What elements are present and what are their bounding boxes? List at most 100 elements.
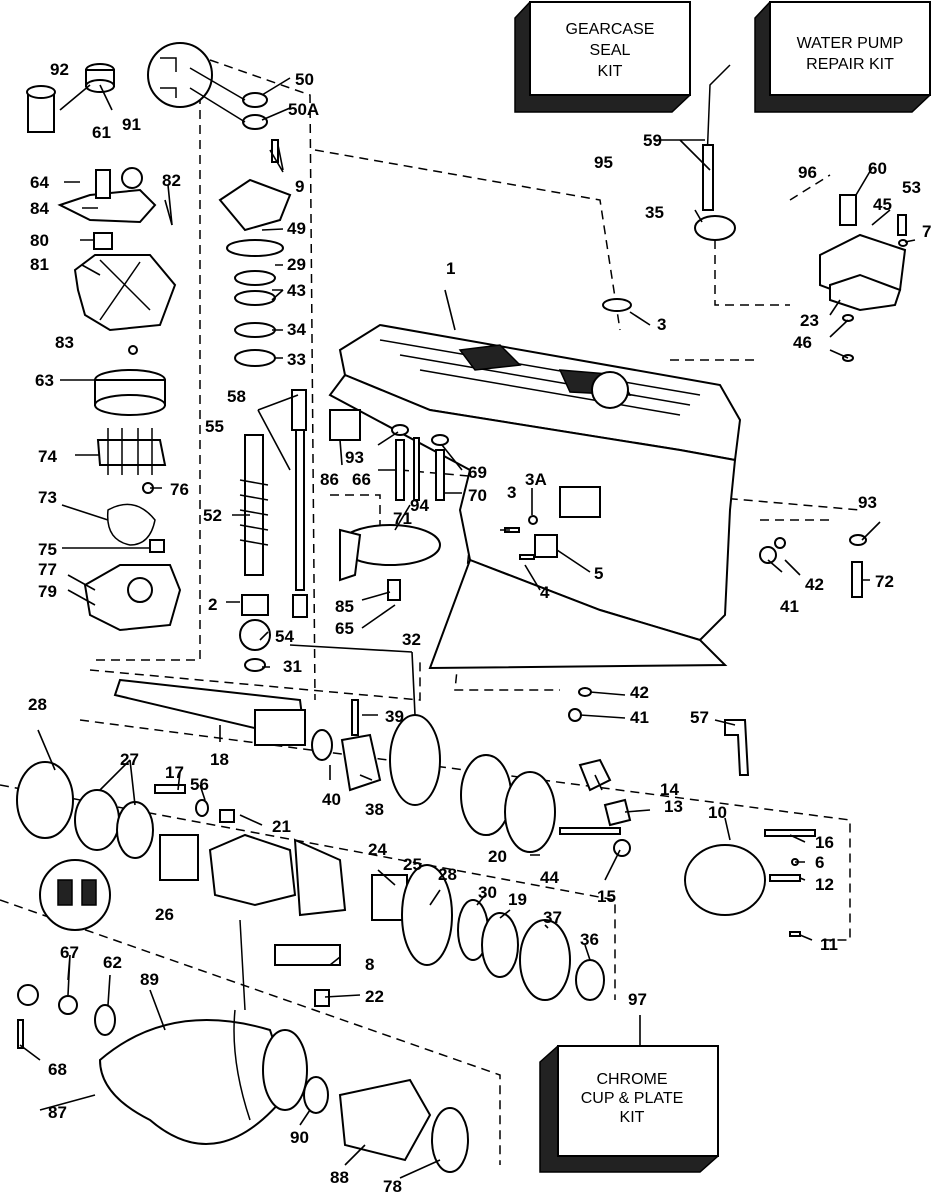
label-73: 73	[38, 488, 57, 507]
label-60: 60	[868, 159, 887, 178]
label-26: 26	[155, 905, 174, 924]
label-27: 27	[120, 750, 139, 769]
label-12: 12	[815, 875, 834, 894]
label-14: 14	[660, 780, 679, 799]
kit-box-chrome: CHROME CUP & PLATE KIT	[539, 1045, 719, 1173]
label-5: 5	[594, 564, 603, 583]
extra-labels: 3 93 42 41 57	[507, 483, 877, 727]
label-50a: 50A	[288, 100, 319, 119]
label-4: 4	[540, 583, 550, 602]
label-42-right: 42	[805, 575, 824, 594]
label-68: 68	[48, 1060, 67, 1079]
propshaft-components	[16, 678, 816, 1007]
label-84: 84	[30, 199, 49, 218]
label-40: 40	[322, 790, 341, 809]
label-17: 17	[165, 763, 184, 782]
label-2: 2	[208, 595, 217, 614]
label-52: 52	[203, 506, 222, 525]
label-88: 88	[330, 1168, 349, 1187]
kit-waterpump-line-2: REPAIR KIT	[806, 56, 894, 73]
label-77: 77	[38, 560, 57, 579]
label-89: 89	[140, 970, 159, 989]
label-71: 71	[393, 509, 412, 528]
label-3a: 3A	[525, 470, 547, 489]
label-92: 92	[50, 60, 69, 79]
label-90: 90	[290, 1128, 309, 1147]
label-49: 49	[287, 219, 306, 238]
label-93-right: 93	[858, 493, 877, 512]
leader-lines	[19, 77, 916, 1179]
label-9: 9	[295, 177, 304, 196]
label-31: 31	[283, 657, 302, 676]
label-1: 1	[446, 259, 455, 278]
label-20: 20	[488, 847, 507, 866]
label-45: 45	[873, 195, 892, 214]
label-64: 64	[30, 173, 49, 192]
label-41-lower: 41	[630, 708, 649, 727]
gearcase-housing	[328, 323, 742, 670]
label-35: 35	[645, 203, 664, 222]
label-46: 46	[793, 333, 812, 352]
kit-gearcase-line-3: KIT	[598, 63, 623, 80]
label-54: 54	[275, 627, 294, 646]
label-62: 62	[103, 953, 122, 972]
label-70: 70	[468, 486, 487, 505]
propeller-components	[17, 919, 469, 1173]
part-labels: 92 91 50 50A 6 1 64 82 84 9 80 49 81 29 4…	[28, 60, 931, 1196]
label-21: 21	[272, 817, 291, 836]
label-66: 66	[352, 470, 371, 489]
kit-chrome-line-1: CHROME	[596, 1071, 667, 1088]
label-16: 16	[815, 833, 834, 852]
label-78: 78	[383, 1177, 402, 1196]
label-44: 44	[540, 868, 559, 887]
label-87: 87	[48, 1103, 67, 1122]
label-79: 79	[38, 582, 57, 601]
kit-gearcase-line-2: SEAL	[590, 42, 631, 59]
label-94: 94	[410, 496, 429, 515]
label-65: 65	[335, 619, 354, 638]
label-28-top: 28	[28, 695, 47, 714]
kit-box-gearcase: GEARCASE SEAL KIT	[514, 1, 691, 113]
label-57: 57	[690, 708, 709, 727]
label-10: 10	[708, 803, 727, 822]
kit-waterpump-line-1: WATER PUMP	[797, 35, 904, 52]
label-76: 76	[170, 480, 189, 499]
label-55: 55	[205, 417, 224, 436]
label-50: 50	[295, 70, 314, 89]
label-29: 29	[287, 255, 306, 274]
label-34: 34	[287, 320, 306, 339]
label-25: 25	[403, 855, 422, 874]
label-36: 36	[580, 930, 599, 949]
label-63: 63	[35, 371, 54, 390]
driveshaft-stack	[147, 42, 308, 672]
label-3-top: 3	[657, 315, 666, 334]
label-96: 96	[798, 163, 817, 182]
kit-chrome-line-2: CUP & PLATE	[581, 1090, 684, 1107]
label-83: 83	[55, 333, 74, 352]
right-top-components	[568, 64, 908, 776]
label-30: 30	[478, 883, 497, 902]
label-13: 13	[664, 797, 683, 816]
label-80: 80	[30, 231, 49, 250]
label-22: 22	[365, 987, 384, 1006]
label-15: 15	[597, 887, 616, 906]
label-53: 53	[902, 178, 921, 197]
label-43: 43	[287, 281, 306, 300]
label-93-mid: 93	[345, 448, 364, 467]
label-82: 82	[162, 171, 181, 190]
label-3-mid: 3	[507, 483, 516, 502]
label-67: 67	[60, 943, 79, 962]
label-7: 7	[922, 222, 931, 241]
kit-box-waterpump: WATER PUMP REPAIR KIT	[754, 1, 931, 113]
label-19: 19	[508, 890, 527, 909]
label-58: 58	[227, 387, 246, 406]
label-91: 91	[122, 115, 141, 134]
pump-parts	[26, 63, 182, 632]
label-81: 81	[30, 255, 49, 274]
label-95: 95	[594, 153, 613, 172]
label-37: 37	[543, 908, 562, 927]
label-24: 24	[368, 840, 387, 859]
label-69: 69	[468, 463, 487, 482]
label-18: 18	[210, 750, 229, 769]
label-6: 6	[815, 853, 824, 872]
